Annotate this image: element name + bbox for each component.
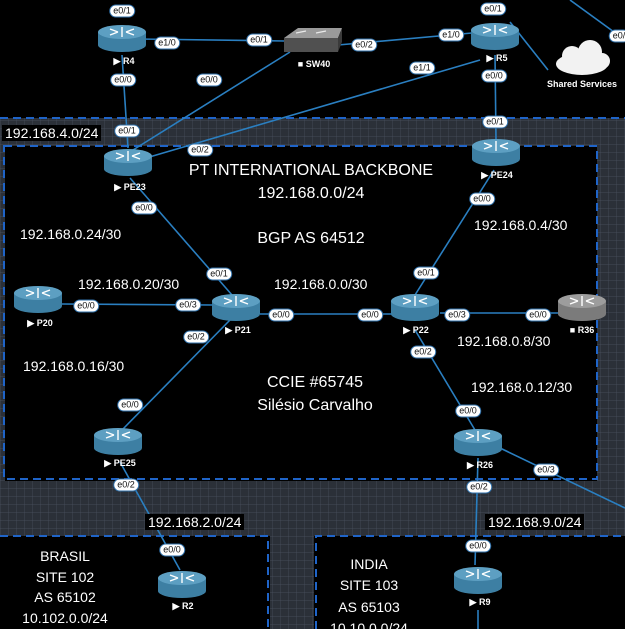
port-pe23-e01: e0/1 — [114, 124, 140, 138]
switch-icon[interactable] — [284, 28, 342, 52]
subnet-lan-top: 192.168.4.0/24 — [2, 125, 102, 141]
port-pe24-e00: e0/0 — [469, 192, 495, 206]
brasil-site-asn: AS 65102 — [34, 589, 96, 605]
router-icon-r9[interactable] — [454, 567, 502, 594]
port-r9-e00: e0/0 — [465, 539, 491, 553]
port-r26-e00: e0/0 — [455, 404, 481, 418]
subnet-p21-p22: 192.168.0.0/30 — [274, 276, 368, 292]
link-p21-pe25 — [121, 319, 231, 431]
router-icon-pe25[interactable] — [94, 428, 142, 455]
port-r4-e10: e1/0 — [154, 36, 180, 50]
device-label-r26: ▶ R26 — [467, 460, 493, 470]
port-r5-e00: e0/0 — [481, 69, 507, 83]
backbone-subnet: 192.168.0.0/24 — [257, 185, 365, 202]
port-pe23-e02: e0/2 — [187, 143, 213, 157]
author-name: Silésio Carvalho — [257, 397, 373, 414]
backbone-asn: BGP AS 64512 — [257, 230, 365, 247]
link-r5-pe23 — [145, 59, 481, 159]
port-p21-e02: e0/2 — [183, 330, 209, 344]
lan-segment-middle — [270, 536, 314, 629]
subnet-p22-r26: 192.168.0.12/30 — [471, 379, 573, 395]
india-site-asn: AS 65103 — [338, 599, 400, 615]
port-p21-e01: e0/1 — [206, 267, 232, 281]
port-pe25-e00: e0/0 — [117, 398, 143, 412]
subnet-pe23-p21: 192.168.0.24/30 — [20, 226, 122, 242]
router-icon-pe23[interactable] — [104, 149, 152, 176]
router-icon-r26[interactable] — [454, 429, 502, 456]
port-r4-e00: e0/0 — [110, 73, 136, 87]
port-r26-e03: e0/3 — [533, 463, 559, 477]
device-label-p21: ▶ P21 — [225, 325, 251, 335]
subnet-lan-brasil: 192.168.2.0/24 — [145, 514, 245, 530]
device-label-r36: ■ R36 — [569, 325, 595, 335]
subnet-p20-p21: 192.168.0.20/30 — [78, 276, 180, 292]
port-p22-e01: e0/1 — [413, 266, 439, 280]
port-pe24-e01: e0/1 — [482, 115, 508, 129]
device-label-pe23: ▶ PE23 — [114, 182, 146, 192]
router-icon-r2[interactable] — [158, 571, 206, 598]
india-site-id: SITE 103 — [339, 577, 399, 593]
link-sw40-pe23 — [132, 51, 291, 151]
port-p22-e00: e0/0 — [357, 308, 383, 322]
port-pe25-e02: e0/2 — [113, 478, 139, 492]
device-label-r9: ▶ R9 — [469, 597, 491, 607]
router-icon-p21[interactable] — [212, 294, 260, 321]
device-label-r2: ▶ R2 — [172, 601, 194, 611]
port-p20-e00: e0/0 — [73, 299, 99, 313]
backbone-title: PT INTERNATIONAL BACKBONE — [188, 162, 434, 179]
device-label-p22: ▶ P22 — [403, 325, 429, 335]
brasil-frame — [0, 535, 269, 629]
router-icon-r4[interactable] — [98, 25, 146, 52]
author-certification: CCIE #65745 — [266, 374, 364, 391]
cloud-icon[interactable] — [556, 40, 610, 75]
lan-segment-top — [0, 118, 625, 146]
port-top-right: e0/ — [608, 29, 625, 43]
port-sw40-e01: e0/1 — [246, 33, 272, 47]
port-p21-e03: e0/3 — [175, 298, 201, 312]
port-r5-e11: e1/1 — [409, 61, 435, 75]
subnet-p22-r36: 192.168.0.8/30 — [457, 333, 551, 349]
port-r36-e00: e0/0 — [525, 308, 551, 322]
router-icon-r5[interactable] — [471, 23, 519, 50]
port-p21-e00: e0/0 — [268, 308, 294, 322]
lan-segment-left — [0, 146, 5, 481]
port-r5-top: e0/1 — [480, 2, 506, 16]
router-icon-pe24[interactable] — [472, 139, 520, 166]
shared-services-label: Shared Services — [546, 79, 618, 89]
brasil-site-id: SITE 102 — [35, 569, 95, 585]
link-r26-india — [499, 447, 625, 509]
device-label-p20: ▶ P20 — [27, 318, 53, 328]
india-site-name: INDIA — [350, 556, 388, 572]
device-label-pe25: ▶ PE25 — [104, 458, 136, 468]
port-p22-e02: e0/2 — [410, 345, 436, 359]
device-label-r4: ▶ R4 — [113, 56, 135, 66]
subnet-p21-pe25: 192.168.0.16/30 — [23, 358, 125, 374]
port-r4-top: e0/1 — [109, 4, 135, 18]
subnet-pe24-p22: 192.168.0.4/30 — [474, 217, 568, 233]
router-icon-r36[interactable] — [558, 294, 606, 321]
port-r26-e02: e0/2 — [466, 480, 492, 494]
device-label-r5: ▶ R5 — [486, 53, 508, 63]
brasil-site-name: BRASIL — [40, 548, 90, 564]
port-r5-e10: e1/0 — [438, 28, 464, 42]
port-p22-e03: e0/3 — [444, 308, 470, 322]
router-icon-p22[interactable] — [391, 294, 439, 321]
brasil-site-subnet: 10.102.0.0/24 — [22, 610, 108, 626]
port-pe23-e00: e0/0 — [131, 201, 157, 215]
india-site-subnet: 10.10.0.0/24 — [330, 620, 408, 629]
device-label-pe24: ▶ PE24 — [481, 170, 513, 180]
india-frame — [315, 535, 625, 629]
subnet-lan-india: 192.168.9.0/24 — [485, 514, 585, 530]
port-sw40-e00: e0/0 — [196, 73, 222, 87]
device-label-sw40: ■ SW40 — [297, 59, 331, 69]
port-r2-e00: e0/0 — [159, 543, 185, 557]
port-sw40-e02: e0/2 — [351, 38, 377, 52]
router-icon-p20[interactable] — [14, 286, 62, 313]
